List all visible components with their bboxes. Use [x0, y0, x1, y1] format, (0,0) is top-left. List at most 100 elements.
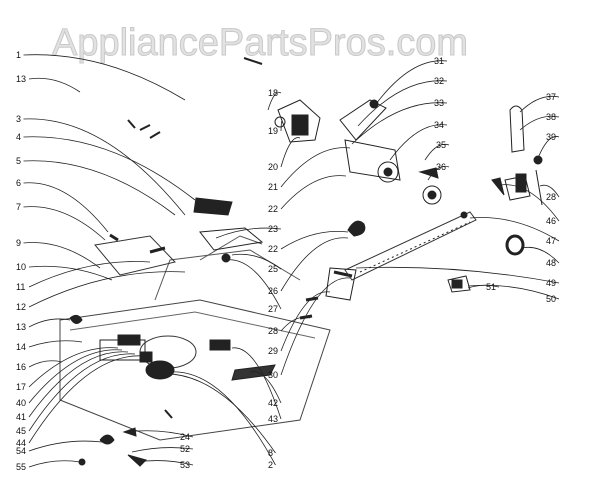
callout-label: 26	[268, 286, 278, 296]
leader-line	[159, 373, 276, 454]
leader-line	[280, 237, 349, 292]
leader-line	[28, 353, 136, 432]
callout-label: 49	[546, 278, 556, 288]
callout-label: 51	[486, 282, 496, 292]
leader-line	[28, 351, 129, 418]
leader-line	[469, 217, 560, 242]
callout-label: 41	[16, 412, 26, 422]
leader-line	[389, 124, 448, 161]
leader-line	[28, 360, 63, 368]
callout-label: 13	[16, 322, 26, 332]
leader-line	[280, 231, 349, 250]
leader-line	[231, 253, 282, 270]
callout-label: 46	[546, 216, 556, 226]
callout-label: 35	[436, 140, 446, 150]
callout-label: 28	[268, 326, 278, 336]
callout-label: 33	[434, 98, 444, 108]
leader-line	[28, 460, 81, 468]
callout-label: 43	[268, 414, 278, 424]
leader-line	[280, 277, 351, 376]
leader-line	[231, 347, 282, 420]
leader-line	[23, 136, 196, 201]
leader-line	[280, 175, 347, 210]
leader-line	[539, 184, 560, 198]
callout-label: 29	[268, 346, 278, 356]
callout-label: 28	[546, 192, 556, 202]
leader-line	[249, 371, 282, 404]
leader-line	[28, 261, 151, 288]
callout-label: 45	[16, 426, 26, 436]
leader-line	[28, 355, 145, 444]
callout-label: 30	[268, 370, 278, 380]
callout-label: 53	[180, 460, 190, 470]
leader-line	[427, 165, 450, 181]
leader-line	[169, 371, 276, 466]
leader-line	[280, 137, 301, 168]
callout-label: 34	[434, 120, 444, 130]
leader-line	[225, 259, 282, 310]
leader-line	[375, 60, 448, 105]
callout-label: 36	[436, 162, 446, 172]
callout-label: 31	[434, 56, 444, 66]
leader-line	[215, 227, 282, 239]
watermark: AppliancePartsPros.com	[51, 22, 469, 65]
callout-label: 42	[268, 398, 278, 408]
leader-line	[355, 266, 560, 284]
callout-label: 2	[268, 460, 273, 470]
leader-line	[519, 115, 560, 131]
leader-line	[23, 160, 176, 216]
callout-label: 37	[546, 92, 556, 102]
callout-label: 22	[268, 204, 278, 214]
leader-line	[28, 347, 119, 388]
callout-label: 55	[16, 462, 26, 472]
callout-label: 48	[546, 258, 556, 268]
callout-label: 24	[180, 432, 190, 442]
callout-label: 7	[16, 202, 21, 212]
callout-label: 25	[268, 264, 278, 274]
leader-line	[125, 430, 194, 438]
leader-line	[499, 184, 560, 222]
leader-line	[28, 349, 123, 404]
callout-label: 54	[16, 446, 26, 456]
leader-line	[23, 182, 109, 233]
callout-label: 3	[16, 114, 21, 124]
leader-line	[467, 284, 560, 300]
callout-label: 22	[268, 244, 278, 254]
leader-line	[521, 246, 560, 264]
callout-label: 6	[16, 178, 21, 188]
leader-line	[280, 291, 331, 352]
callout-label: 16	[16, 362, 26, 372]
callout-label: 20	[268, 162, 278, 172]
callout-label: 1	[16, 50, 21, 60]
leader-line	[23, 118, 186, 216]
callout-label: 14	[16, 342, 26, 352]
leader-line	[28, 265, 113, 281]
callout-label: 27	[268, 304, 278, 314]
callout-label: 8	[268, 448, 273, 458]
callout-label: 40	[16, 398, 26, 408]
leader-line	[519, 95, 560, 113]
callout-label: 9	[16, 238, 21, 248]
callout-label: 18	[268, 88, 278, 98]
leader-line	[28, 271, 186, 308]
leader-line	[467, 284, 500, 289]
leader-line	[351, 102, 448, 145]
leader-line	[23, 206, 106, 241]
leader-line	[267, 91, 282, 111]
callout-label: 32	[434, 76, 444, 86]
callout-label: 13	[16, 74, 26, 84]
callout-label: 39	[546, 132, 556, 142]
callout-label: 4	[16, 132, 21, 142]
leader-line	[280, 147, 351, 188]
callout-label: 21	[268, 182, 278, 192]
leader-line	[28, 318, 71, 328]
callout-label: 52	[180, 444, 190, 454]
callout-label: 12	[16, 302, 26, 312]
callout-label: 23	[268, 224, 278, 234]
leader-line	[280, 120, 283, 132]
leader-line	[28, 340, 83, 348]
leader-line	[23, 54, 186, 101]
callout-label: 50	[546, 294, 556, 304]
leader-line	[135, 460, 194, 466]
